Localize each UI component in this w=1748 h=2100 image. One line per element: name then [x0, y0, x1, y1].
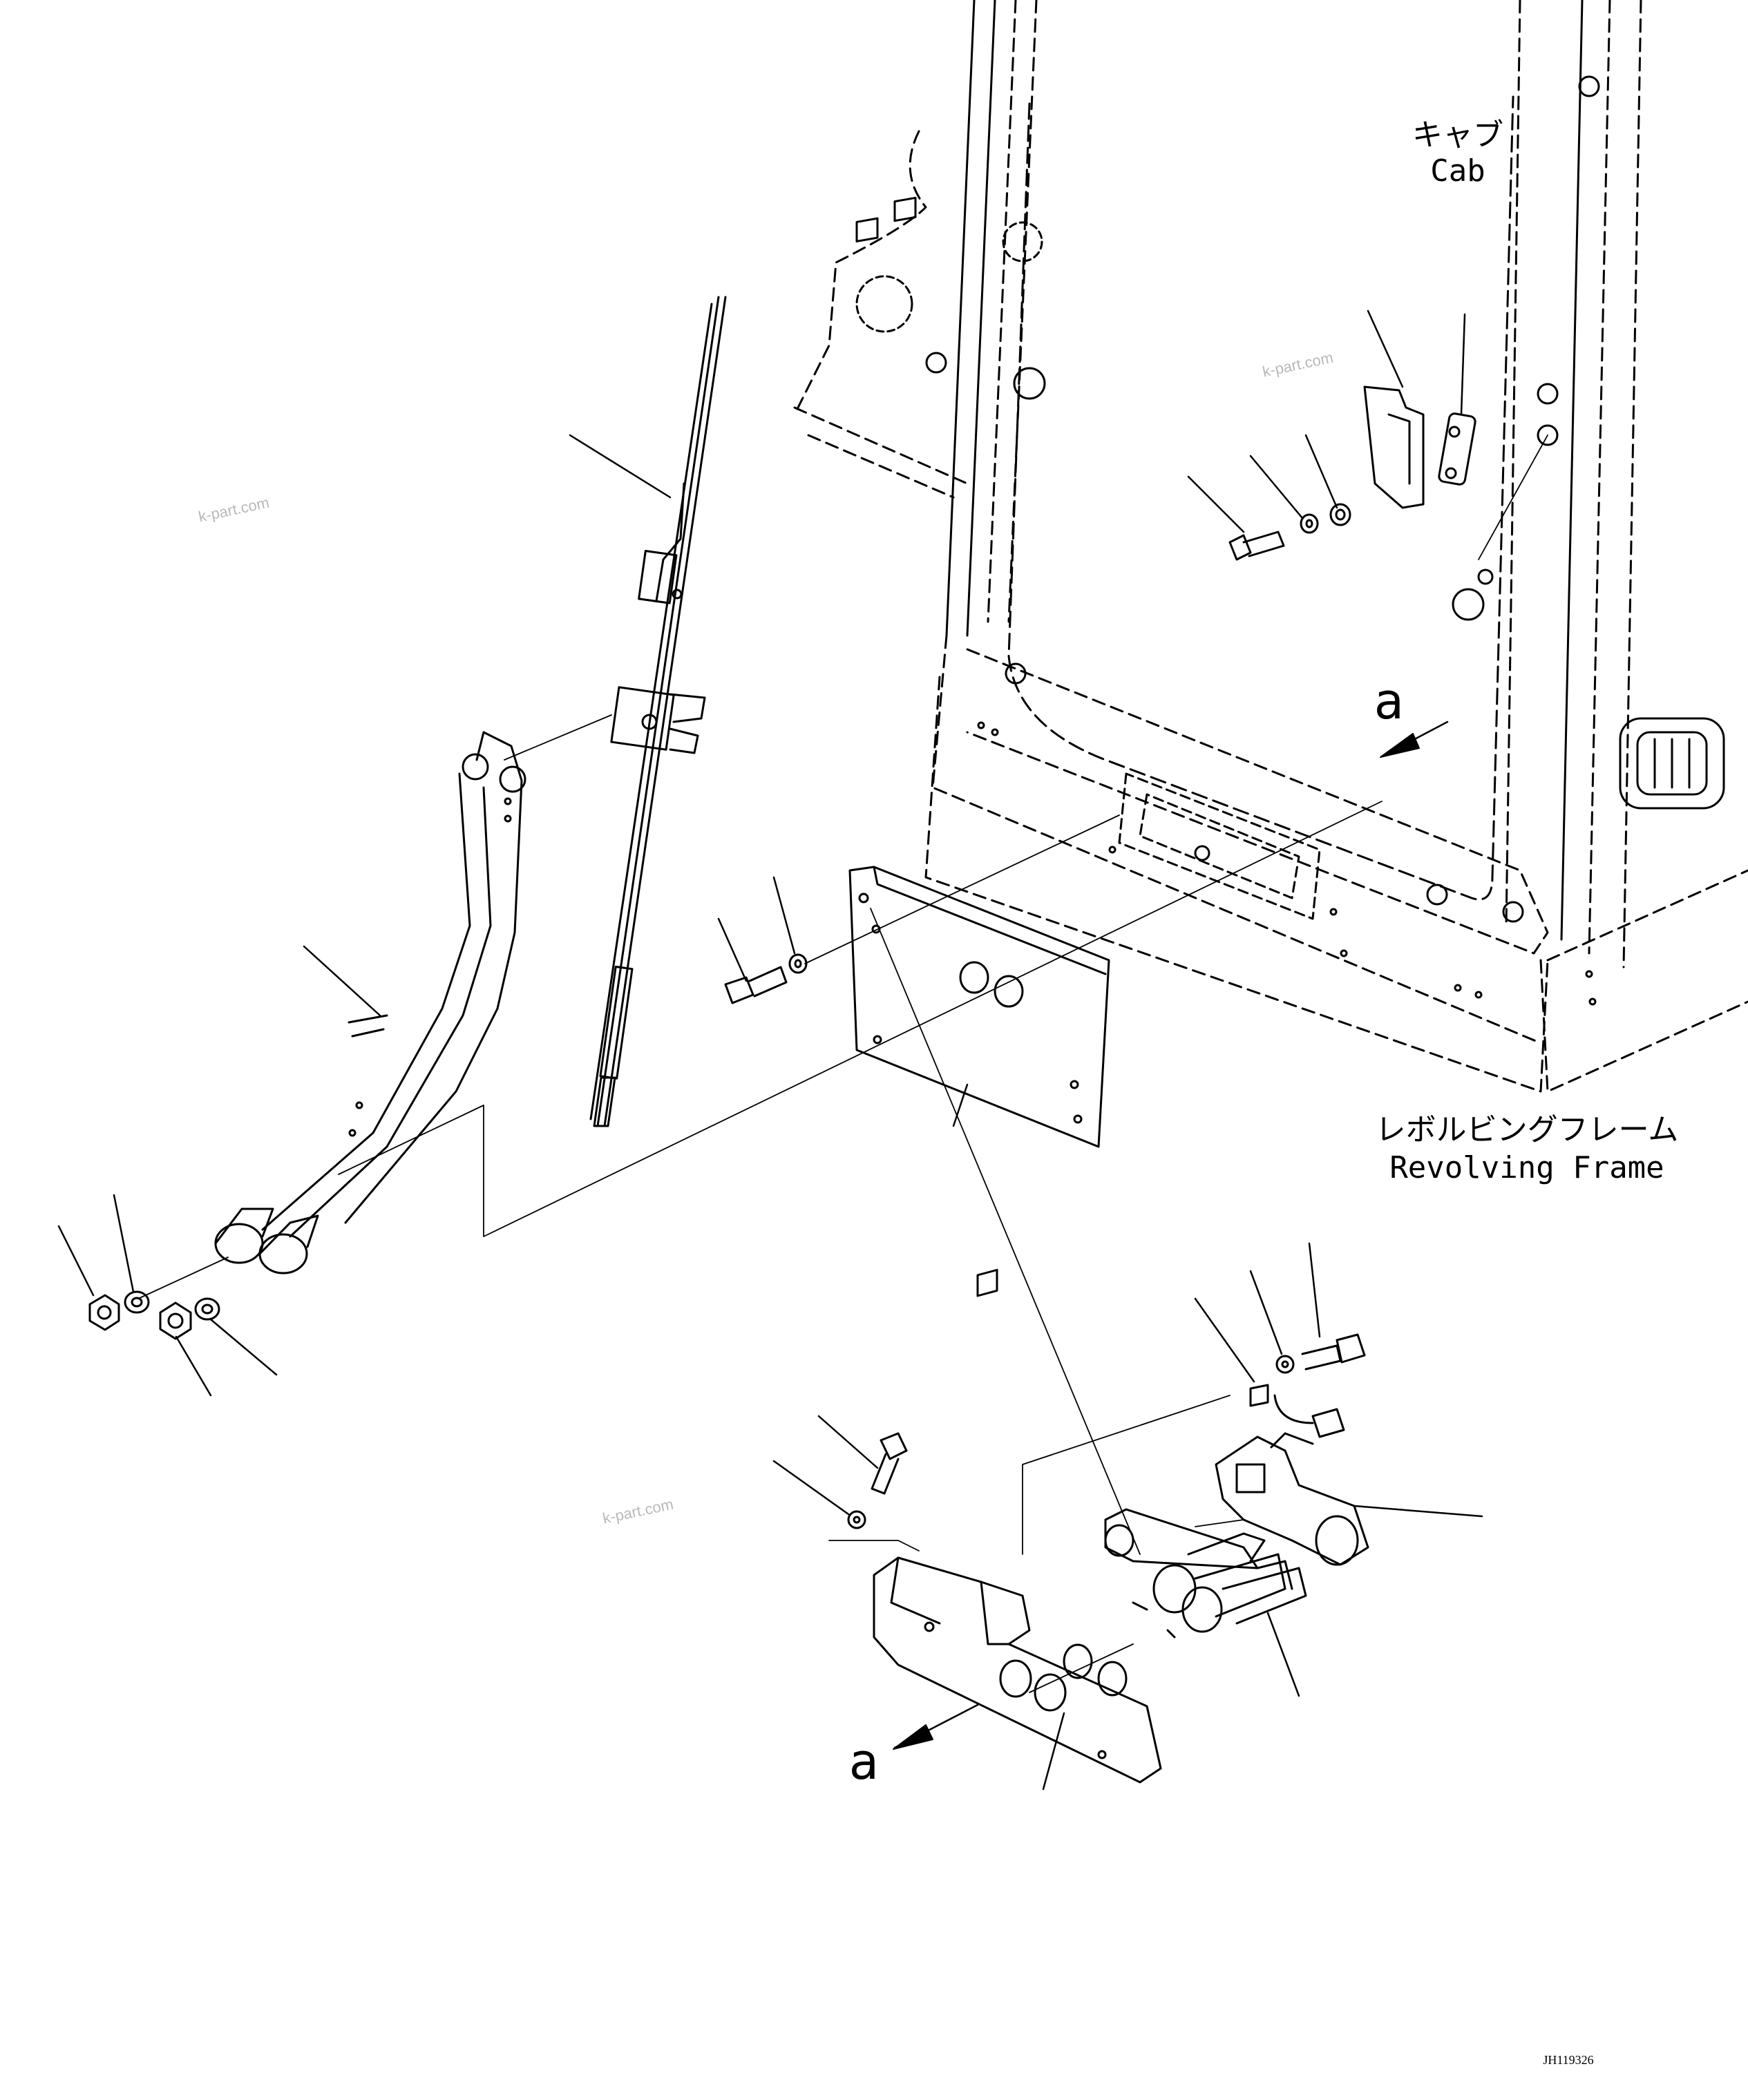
- bracket-plate: [848, 866, 1110, 1148]
- cab-structure: [793, 0, 1748, 1093]
- wiper-arm: [214, 731, 526, 1275]
- view-arrow-bottom: [893, 1703, 979, 1750]
- assembly-lines: [137, 435, 1548, 1693]
- watermark: k-part.com: [197, 494, 271, 526]
- frame-label-en: Revolving Frame: [1389, 1150, 1664, 1185]
- arm-nuts-washers: [88, 1290, 220, 1340]
- motor-bolt-washer: [1275, 1333, 1366, 1374]
- cab-bracket: [1228, 385, 1476, 561]
- plate-bolt-washer: [724, 953, 808, 1004]
- view-a-label-top: a: [1374, 672, 1403, 730]
- wiper-blade: [589, 296, 727, 1127]
- watermark: k-part.com: [1261, 349, 1335, 381]
- cab-label-jp: キャブ: [1412, 117, 1503, 153]
- view-a-label-bottom: a: [848, 1732, 878, 1791]
- wiper-motor: [1215, 1384, 1369, 1566]
- lower-bracket: [873, 1268, 1162, 1784]
- drawing-code: JH119326: [1543, 2053, 1593, 2067]
- leader-lines: [57, 309, 1483, 1791]
- frame-label-jp: レボルビングフレーム: [1376, 1112, 1679, 1147]
- wiper-linkage: [1104, 1508, 1307, 1639]
- view-arrow-top: [1380, 720, 1449, 758]
- cab-label-en: Cab: [1430, 153, 1485, 189]
- watermark: k-part.com: [601, 1496, 675, 1527]
- lower-bolt-washer: [847, 1432, 908, 1529]
